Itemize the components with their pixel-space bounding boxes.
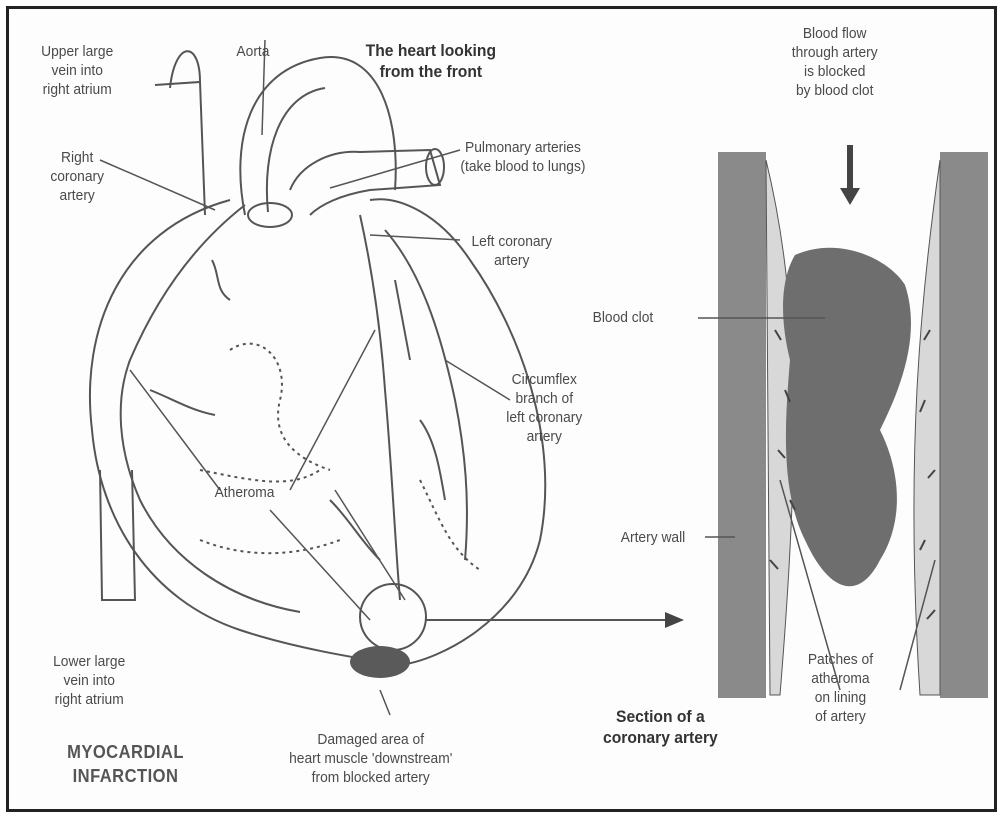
artery-section (698, 145, 988, 698)
lad-branch (330, 500, 380, 560)
label-pulmonary: Pulmonary arteries(take blood to lungs) (460, 138, 585, 176)
artery-wall-right (940, 152, 988, 698)
aortic-root (248, 203, 292, 227)
section-arrow (425, 612, 684, 628)
lower-vein (100, 470, 135, 600)
label-artery-wall: Artery wall (621, 528, 685, 547)
pulmonary-trunk (290, 150, 440, 215)
blood-clot (783, 248, 911, 587)
label-blood-clot: Blood clot (593, 308, 654, 327)
magnify-circle (360, 584, 426, 650)
right-coronary-artery (121, 205, 300, 612)
leader-lines (100, 40, 510, 715)
rca-branch-2 (150, 390, 215, 415)
artery-wall-left (718, 152, 766, 698)
vein-dotted-3 (420, 480, 480, 570)
circumflex-artery (385, 230, 467, 560)
atheroma-right (914, 160, 940, 695)
lca-branch (395, 280, 410, 360)
label-atheroma: Atheroma (215, 483, 275, 502)
vein-dotted-4 (200, 540, 340, 553)
damaged-area (350, 646, 410, 678)
left-coronary-artery (360, 215, 400, 600)
label-aorta: Aorta (236, 42, 269, 61)
vein-dotted-1 (230, 344, 330, 470)
aorta-inner (267, 88, 325, 212)
rca-branch (212, 260, 230, 300)
vein-dotted-2 (200, 470, 320, 482)
